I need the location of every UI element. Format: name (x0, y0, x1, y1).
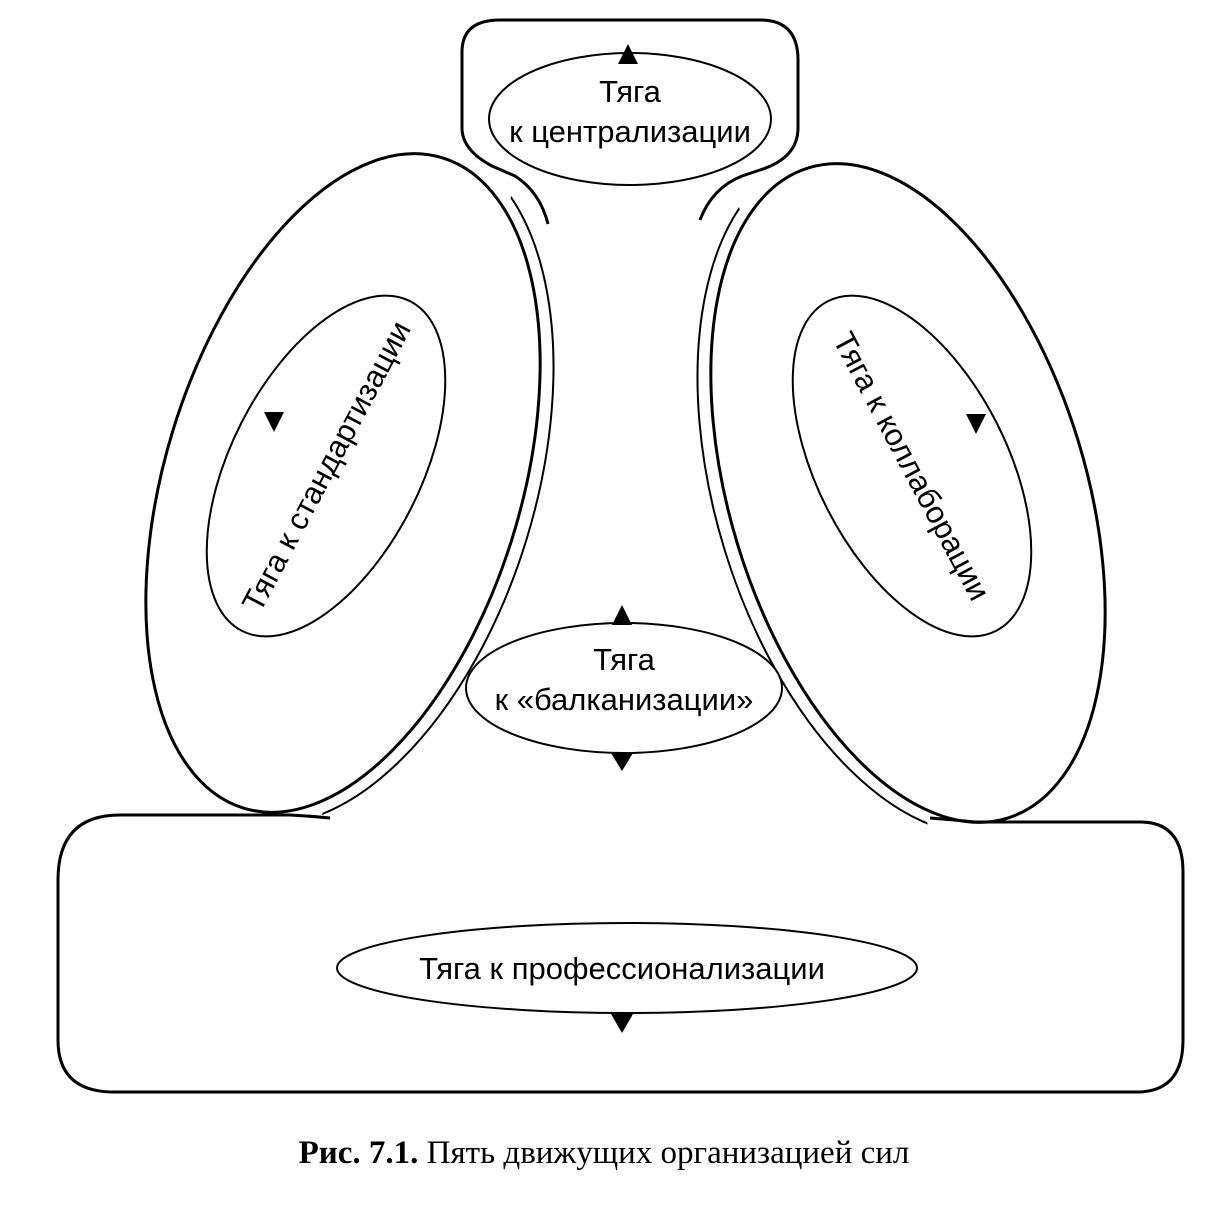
professionalization-region (56, 813, 1185, 1094)
arrow-down-icon (611, 753, 633, 771)
professionalization-label: Тяга к профессионализации (419, 951, 825, 986)
arrow-down-icon (264, 412, 284, 432)
centralization-node: Тяга к централизации (488, 44, 772, 186)
centralization-label-line1: Тяга (599, 74, 662, 109)
standardization-region (144, 152, 555, 826)
balkanization-node: Тяга к «балканизации» (465, 605, 783, 771)
figure-title: Пять движущих организацией сил (426, 1135, 910, 1171)
standardization-node: Тяга к стандартизации (205, 294, 447, 638)
centralization-label-line2: к централизации (509, 114, 751, 149)
professionalization-node: Тяга к профессионализации (336, 922, 918, 1033)
figure-number: Рис. 7.1. (298, 1135, 419, 1171)
collaboration-region (696, 162, 1107, 836)
arrow-up-icon (618, 44, 638, 64)
balkanization-label-line1: Тяга (593, 642, 656, 677)
balkanization-label-line2: к «балканизации» (495, 682, 754, 717)
figure-caption: Рис. 7.1. Пять движущих организацией сил (0, 1135, 1208, 1172)
collaboration-node: Тяга к коллаборации (791, 294, 1033, 638)
arrow-down-icon (966, 414, 986, 434)
centralization-region (460, 18, 800, 225)
arrow-up-icon (612, 605, 632, 625)
arrow-down-icon (611, 1014, 633, 1033)
